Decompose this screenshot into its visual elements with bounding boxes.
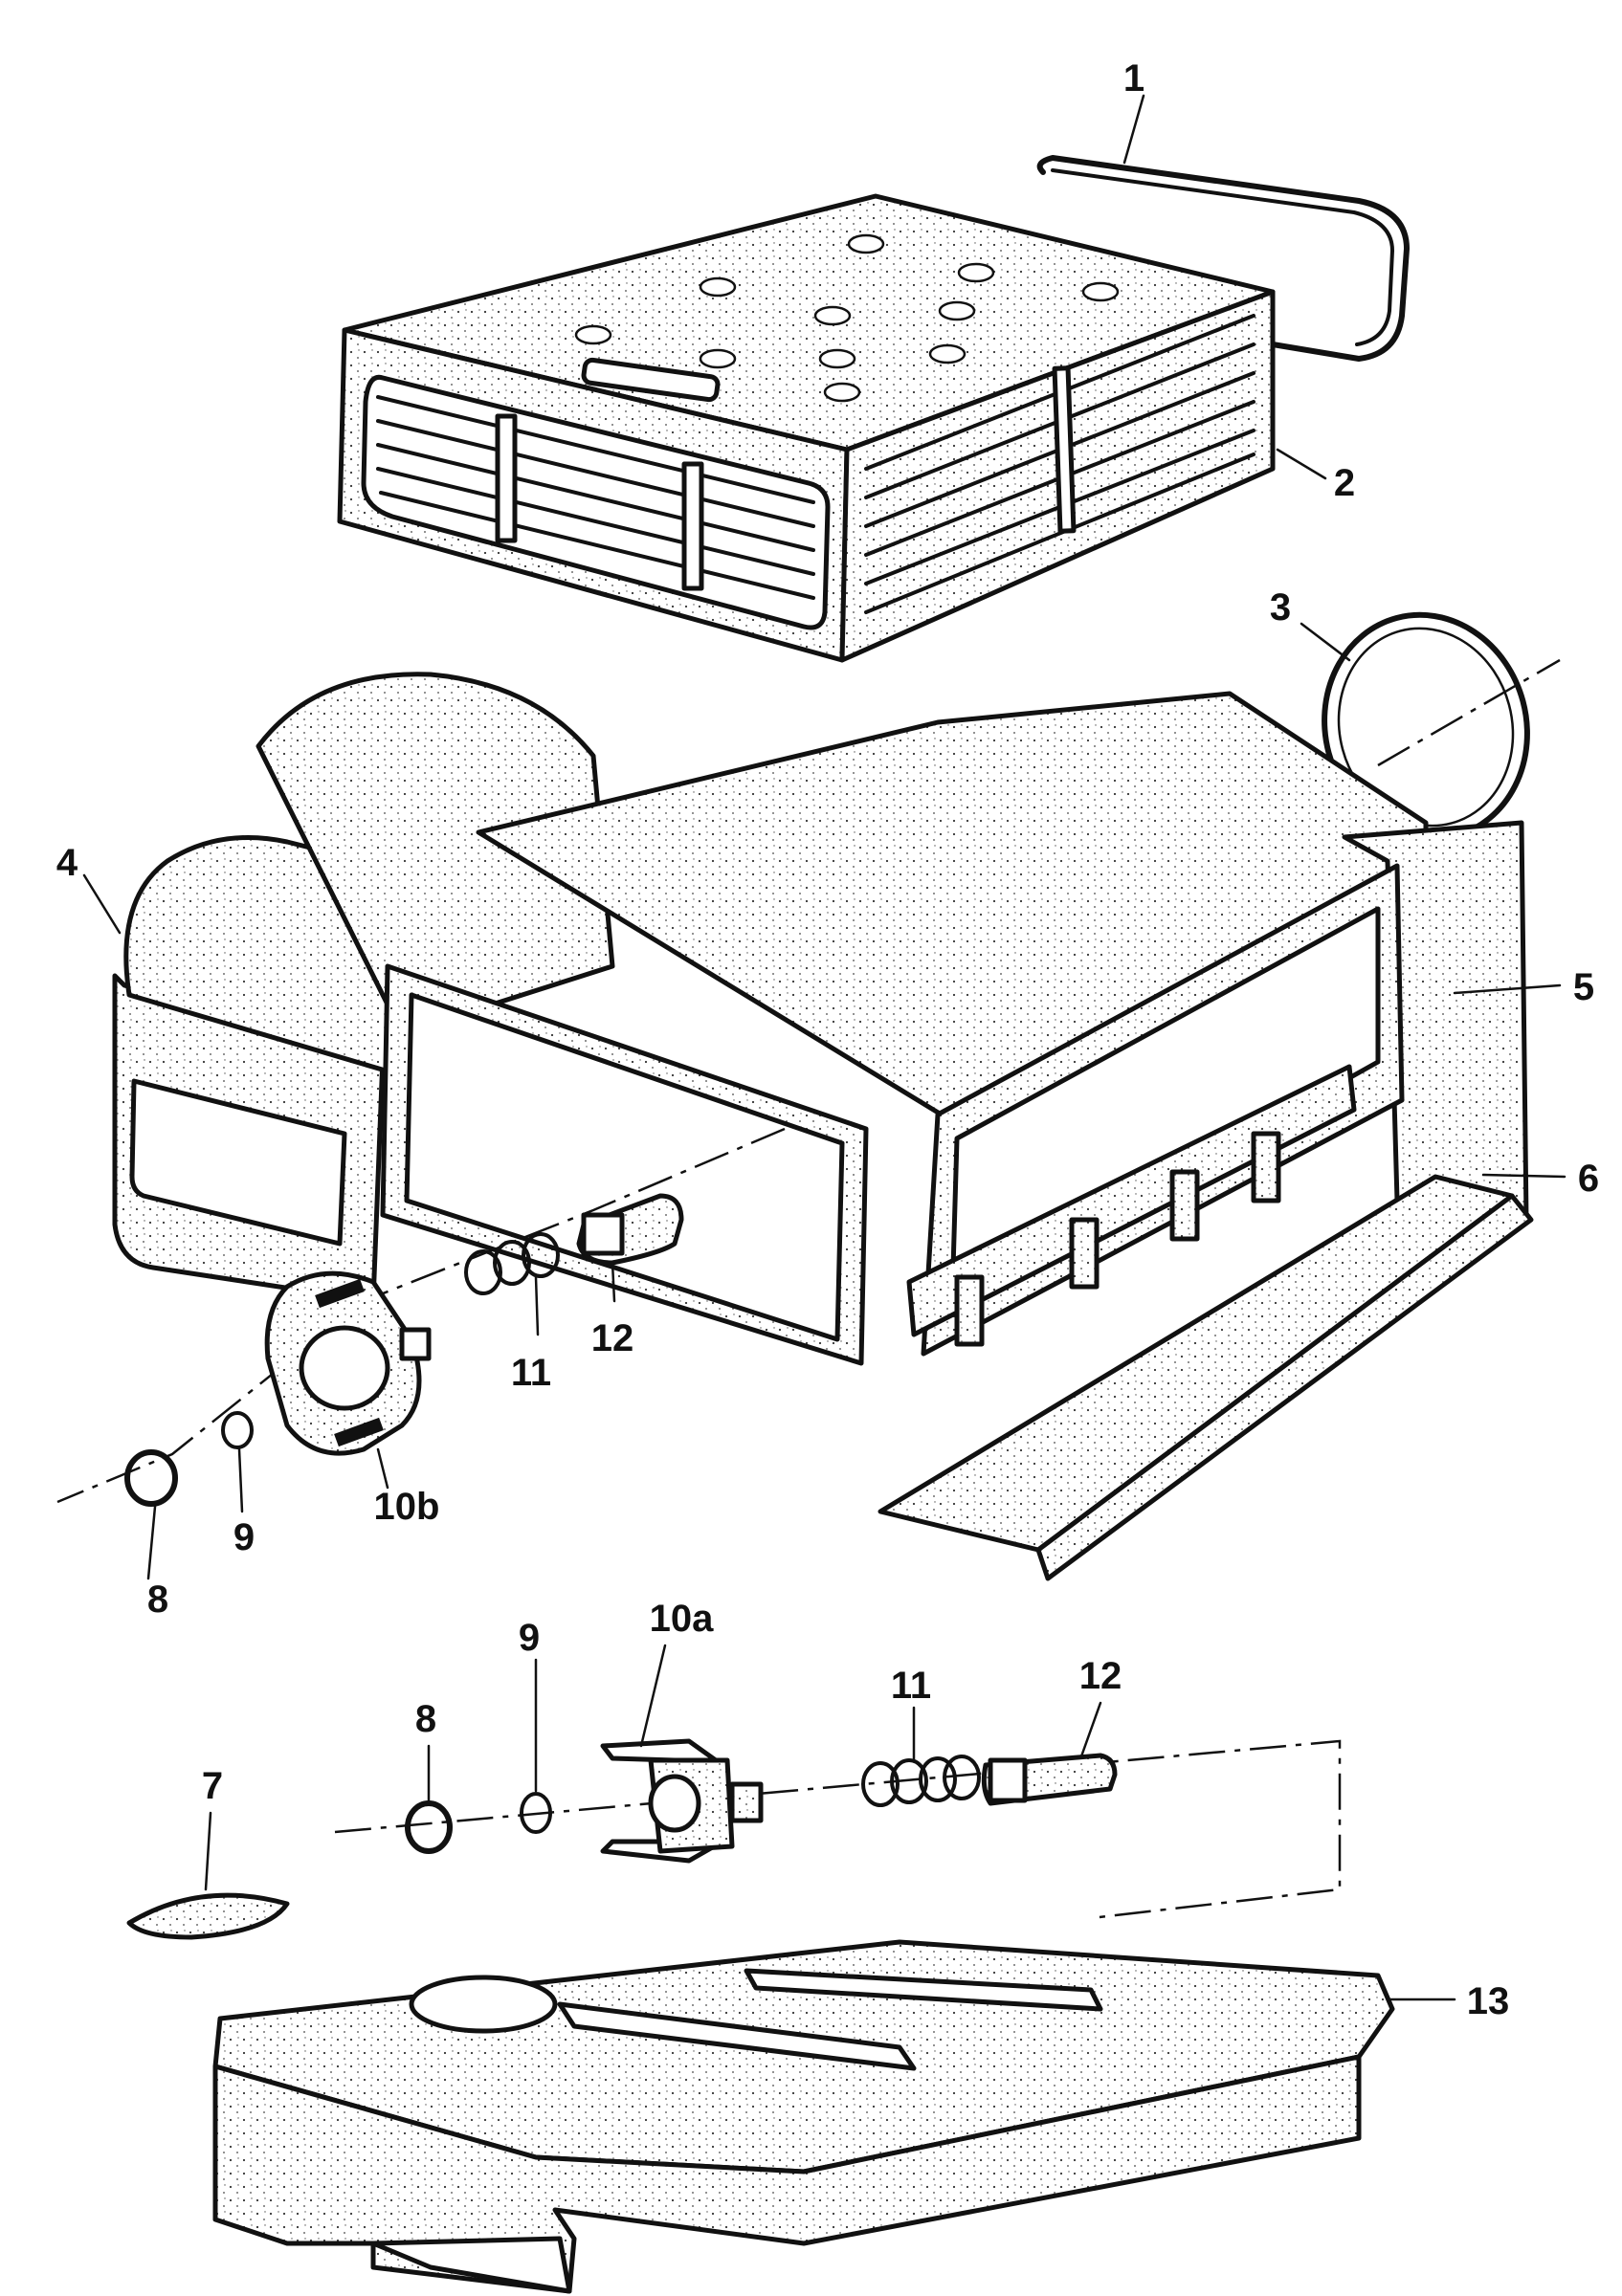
callout-12-upper: 12	[591, 1317, 634, 1359]
callout-8-upper: 8	[147, 1578, 168, 1621]
o-ring-part-8-upper	[124, 1449, 178, 1507]
spring-part-11-upper	[464, 1232, 560, 1295]
callout-5: 5	[1573, 966, 1594, 1008]
o-ring-part-8-lower	[405, 1800, 453, 1854]
callout-2: 2	[1334, 462, 1355, 504]
callout-1: 1	[1123, 57, 1144, 99]
callout-8-lower: 8	[415, 1698, 436, 1740]
callout-6: 6	[1578, 1158, 1599, 1200]
cap-part-7	[126, 1892, 290, 1940]
callout-12-lower: 12	[1079, 1655, 1122, 1697]
bracket-part-10a	[600, 1738, 764, 1864]
base-tray-part-13	[212, 1939, 1395, 2294]
callout-7: 7	[202, 1765, 223, 1807]
callout-9-lower: 9	[519, 1617, 540, 1659]
o-ring-part-9-lower	[520, 1792, 552, 1834]
callout-10a: 10a	[650, 1598, 714, 1640]
nozzle-part-12-upper	[576, 1193, 684, 1266]
leader-lines	[82, 94, 1566, 2001]
callout-10b: 10b	[374, 1486, 440, 1528]
callout-11-upper: 11	[511, 1352, 551, 1394]
nozzle-part-12-lower	[981, 1753, 1118, 1806]
callout-3: 3	[1270, 586, 1291, 629]
callout-13: 13	[1467, 1980, 1510, 2022]
callout-9-upper: 9	[233, 1516, 255, 1558]
lower-centerline	[334, 1739, 1342, 1920]
callout-11-lower: 11	[891, 1665, 931, 1707]
callout-4: 4	[56, 842, 78, 884]
valve-housing-part-10b	[264, 1270, 432, 1456]
o-ring-part-9-upper	[221, 1411, 254, 1449]
duct-housing-part-4	[112, 672, 1529, 1366]
spring-part-11-lower	[861, 1755, 981, 1807]
condenser-unit-part-2	[337, 193, 1276, 663]
gasket-ring-part-1	[1036, 155, 1410, 362]
strip-part-6	[878, 1174, 1534, 1581]
